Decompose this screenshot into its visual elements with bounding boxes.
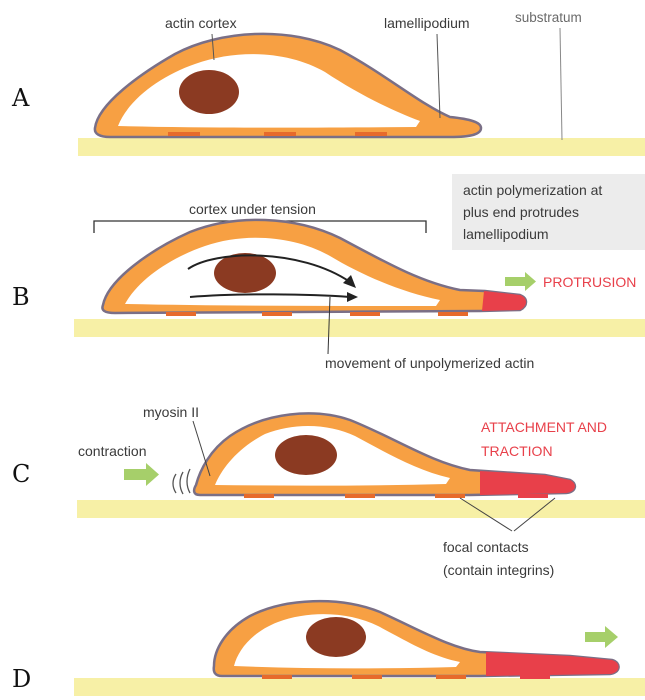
focal-contact-b1 xyxy=(166,312,196,316)
focal-contact-d4 xyxy=(520,675,550,679)
focal-contact-b4 xyxy=(438,312,468,316)
label-focal-contacts-line-1: focal contacts xyxy=(443,539,529,555)
panel-letter-a: A xyxy=(11,84,30,112)
polymerization-note-line-2: plus end protrudes xyxy=(463,204,579,220)
contraction-arrow-icon xyxy=(124,463,159,486)
focal-contact-d2 xyxy=(352,675,382,679)
label-cortex-under-tension: cortex under tension xyxy=(189,201,316,217)
substratum-c xyxy=(77,500,645,518)
focal-contact-b3 xyxy=(350,312,380,316)
lamellipodium-tip-d xyxy=(486,652,619,676)
label-myosin: myosin II xyxy=(143,404,199,420)
panel-d: D xyxy=(12,601,645,696)
protrusion-arrow-icon xyxy=(505,272,536,291)
label-movement-unpolymerized: movement of unpolymerized actin xyxy=(325,355,534,371)
substratum-d xyxy=(74,678,645,696)
focal-contact-d1 xyxy=(262,675,292,679)
substratum-a xyxy=(78,138,645,156)
label-actin-cortex: actin cortex xyxy=(165,15,237,31)
migration-arrow-icon xyxy=(585,626,618,648)
leader-lamellipodium xyxy=(437,34,440,118)
lamellipodium-tip-c xyxy=(480,471,575,495)
focal-contact-c3 xyxy=(435,494,465,498)
focal-contact-b2 xyxy=(262,312,292,316)
focal-contact-a1 xyxy=(168,132,200,136)
nucleus-c xyxy=(275,435,337,475)
polymerization-note-line-1: actin polymerization at xyxy=(463,182,602,198)
panel-c: C contraction myosin II ATTACHMENT AND T… xyxy=(12,404,645,578)
panel-b: B cortex under tension movement of unpol… xyxy=(12,174,645,371)
nucleus-b xyxy=(214,253,276,293)
focal-contact-d3 xyxy=(436,675,466,679)
nucleus-d xyxy=(306,617,366,657)
label-focal-contacts-line-2: (contain integrins) xyxy=(443,562,554,578)
label-attachment-line-1: ATTACHMENT AND xyxy=(481,419,607,435)
focal-contact-c4 xyxy=(518,494,548,498)
leader-substratum xyxy=(560,28,562,140)
panel-a: A actin cortex lamellipodium substratum xyxy=(11,10,645,156)
label-protrusion: PROTRUSION xyxy=(543,274,636,290)
label-attachment-line-2: TRACTION xyxy=(481,443,553,459)
polymerization-note-line-3: lamellipodium xyxy=(463,226,549,242)
label-lamellipodium: lamellipodium xyxy=(384,15,470,31)
panel-letter-b: B xyxy=(12,283,30,311)
label-contraction: contraction xyxy=(78,443,146,459)
focal-contact-a3 xyxy=(355,132,387,136)
focal-contact-a2 xyxy=(264,132,296,136)
panel-letter-c: C xyxy=(12,460,30,488)
contraction-motion-lines xyxy=(173,469,190,494)
label-substratum: substratum xyxy=(515,10,582,25)
focal-contact-c2 xyxy=(345,494,375,498)
nucleus-a xyxy=(179,70,239,114)
focal-contact-c1 xyxy=(244,494,274,498)
substratum-b xyxy=(74,319,645,337)
panel-letter-d: D xyxy=(12,665,31,693)
